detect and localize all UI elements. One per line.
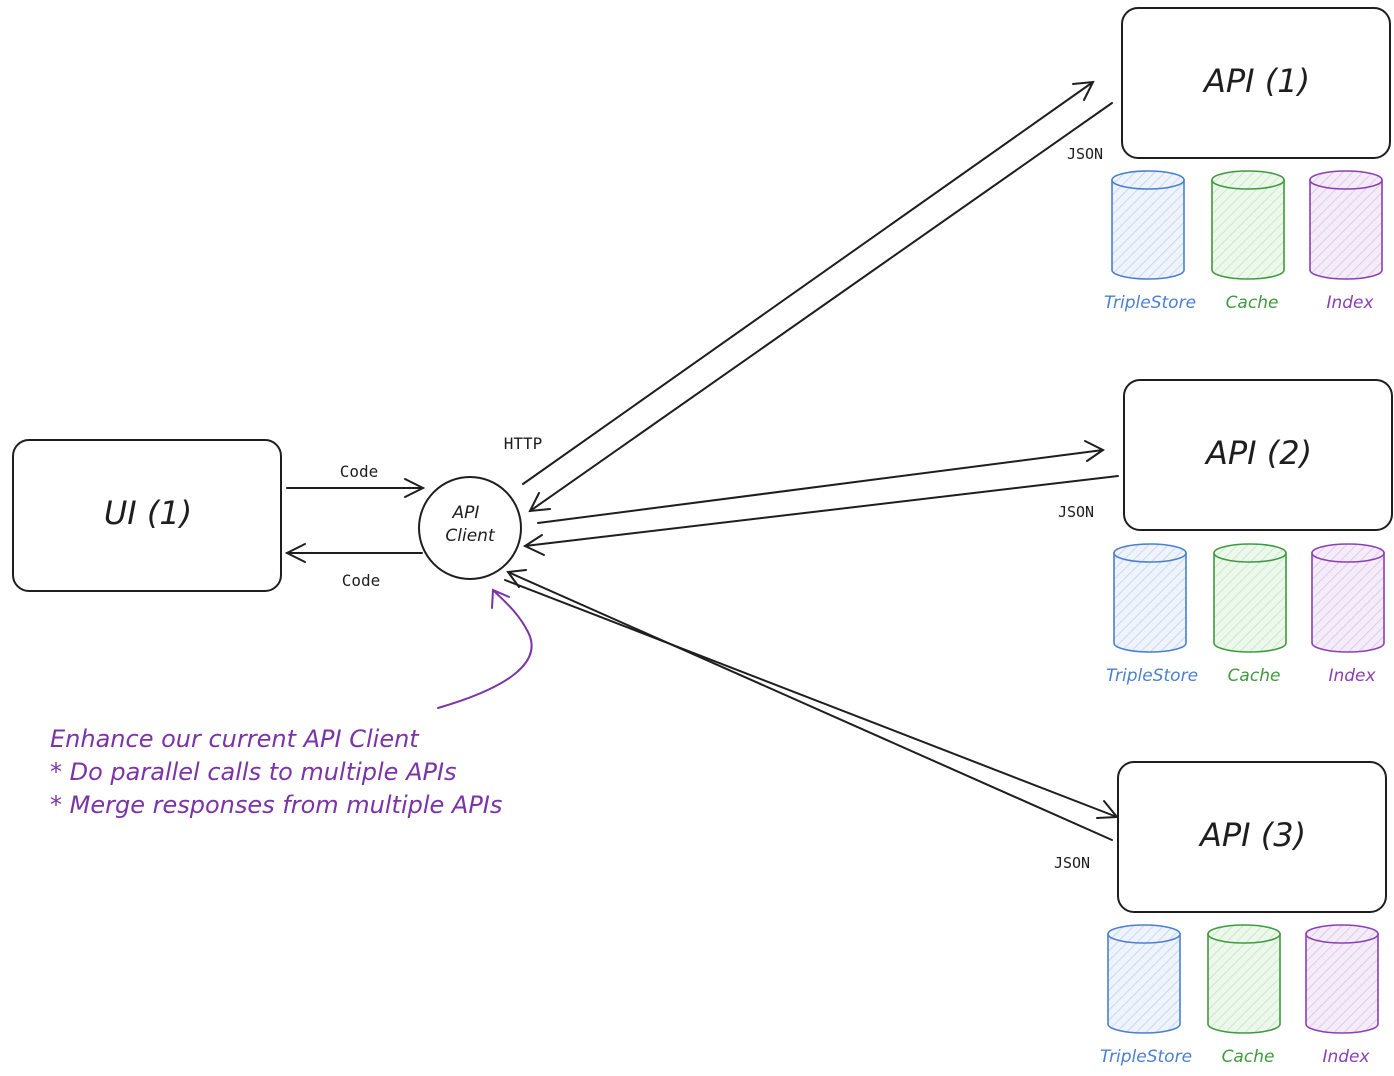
api-box bbox=[1123, 379, 1393, 531]
api-client-label-line2: Client bbox=[445, 526, 496, 546]
cylinder-body bbox=[1311, 552, 1385, 653]
cylinder-body bbox=[1305, 933, 1379, 1034]
note-line-3: * Merge responses from multiple APIs bbox=[50, 791, 502, 819]
datastore-label: TripleStore bbox=[1106, 666, 1198, 686]
cylinder-top bbox=[1113, 543, 1187, 563]
cylinder-top bbox=[1311, 543, 1385, 563]
client-api-arrows bbox=[504, 80, 1120, 841]
api-label: API (3) bbox=[1198, 816, 1306, 854]
datastore-label: Cache bbox=[1228, 666, 1281, 686]
cylinder-body bbox=[1309, 179, 1383, 280]
enhancement-note: Enhance our current API Client * Do para… bbox=[50, 725, 502, 819]
datastore-label: Cache bbox=[1226, 293, 1279, 313]
cylinder-top bbox=[1111, 170, 1185, 190]
json-response-label: JSON bbox=[1054, 854, 1090, 872]
datastore-label: Index bbox=[1326, 293, 1374, 313]
ui-node: UI (1) bbox=[12, 439, 282, 592]
datastore-cache: Cache bbox=[1211, 170, 1285, 313]
cylinder-body bbox=[1107, 933, 1181, 1034]
api-node-2: API (2) JSON TripleStore Cache Index bbox=[1058, 379, 1393, 686]
datastore-cache: Cache bbox=[1213, 543, 1287, 686]
cylinder-top bbox=[1305, 924, 1379, 944]
code-to-ui-label: Code bbox=[342, 571, 381, 590]
datastore-index: Index bbox=[1305, 924, 1379, 1067]
api-box bbox=[1117, 761, 1387, 913]
api-label: API (1) bbox=[1202, 62, 1310, 100]
cylinder-body bbox=[1207, 933, 1281, 1034]
note-line-1: Enhance our current API Client bbox=[50, 725, 420, 753]
http-label: HTTP bbox=[504, 434, 543, 453]
cylinder-top bbox=[1107, 924, 1181, 944]
cylinder-top bbox=[1211, 170, 1285, 190]
api-node-3: API (3) JSON TripleStore Cache Index bbox=[1054, 761, 1387, 1067]
ui-client-arrows bbox=[284, 478, 426, 563]
cylinder-top bbox=[1213, 543, 1287, 563]
note-line-2: * Do parallel calls to multiple APIs bbox=[50, 758, 457, 786]
note-arrow bbox=[437, 588, 533, 709]
api-client-node: API Client bbox=[418, 476, 522, 580]
api-client-label-line1: API bbox=[452, 503, 480, 523]
cylinder-body bbox=[1213, 552, 1287, 653]
datastore-label: TripleStore bbox=[1100, 1047, 1192, 1067]
datastore-cache: Cache bbox=[1207, 924, 1281, 1067]
cylinder-body bbox=[1211, 179, 1285, 280]
json-response-label: JSON bbox=[1058, 503, 1094, 521]
ui-label: UI (1) bbox=[104, 494, 192, 532]
datastore-label: Index bbox=[1328, 666, 1376, 686]
api-label: API (2) bbox=[1204, 434, 1312, 472]
api-node-1: API (1) JSON TripleStore Cache Index bbox=[1067, 7, 1391, 313]
api-box bbox=[1121, 7, 1391, 159]
datastore-triplestore: TripleStore bbox=[1104, 170, 1196, 313]
datastore-index: Index bbox=[1309, 170, 1383, 313]
code-to-client-label: Code bbox=[340, 462, 379, 481]
datastore-label: TripleStore bbox=[1104, 293, 1196, 313]
cylinder-body bbox=[1111, 179, 1185, 280]
datastore-index: Index bbox=[1311, 543, 1385, 686]
json-response-label: JSON bbox=[1067, 145, 1103, 163]
cylinder-body bbox=[1113, 552, 1187, 653]
cylinder-top bbox=[1207, 924, 1281, 944]
datastore-label: Index bbox=[1322, 1047, 1370, 1067]
datastore-triplestore: TripleStore bbox=[1106, 543, 1198, 686]
cylinder-top bbox=[1309, 170, 1383, 190]
datastore-triplestore: TripleStore bbox=[1100, 924, 1192, 1067]
datastore-label: Cache bbox=[1222, 1047, 1275, 1067]
